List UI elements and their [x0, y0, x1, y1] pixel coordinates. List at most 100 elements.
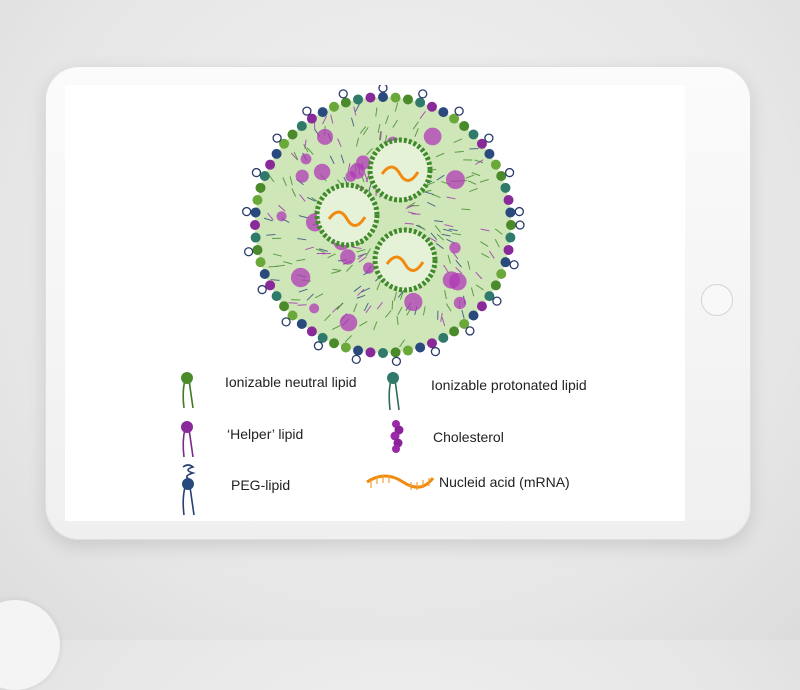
cholesterol-cluster — [404, 293, 422, 311]
lipid-head — [500, 183, 510, 193]
legend-label: ‘Helper’ lipid — [227, 426, 303, 442]
legend-label: Cholesterol — [433, 429, 504, 445]
cholesterol-cluster — [446, 170, 465, 189]
lipid-head — [505, 207, 515, 217]
peg-chain — [252, 169, 260, 177]
lipid-head — [329, 102, 339, 112]
lipid-nanoparticle-illustration — [235, 85, 535, 375]
lipid-head — [427, 102, 437, 112]
lipid-head — [391, 93, 401, 103]
ionizable-neutral-lipid-icon — [177, 370, 197, 410]
lipid-head — [500, 257, 510, 267]
helper-lipid-icon — [177, 419, 197, 459]
lipid-head — [256, 183, 266, 193]
lipid-head — [504, 245, 514, 255]
lipid-head — [469, 311, 479, 321]
lipid-head — [365, 93, 375, 103]
tablet-screen: Ionizable neutral lipid Ionizable proton… — [65, 85, 685, 521]
legend-label: Ionizable protonated lipid — [431, 377, 587, 393]
home-button[interactable] — [701, 284, 733, 316]
peg-chain — [431, 348, 439, 356]
legend-label: Ionizable neutral lipid — [225, 374, 357, 390]
lipid-tail — [411, 214, 420, 215]
lipid-head — [341, 98, 351, 108]
lipid-head — [496, 171, 506, 181]
peg-chain — [339, 90, 347, 98]
cholesterol-cluster — [301, 154, 312, 165]
lipid-head — [297, 121, 307, 131]
peg-chain — [258, 286, 266, 294]
peg-chain — [352, 355, 360, 363]
cholesterol-cluster — [309, 303, 319, 313]
peg-chain — [516, 221, 524, 229]
lipid-head — [438, 107, 448, 117]
cholesterol-cluster — [443, 271, 460, 288]
lipid-head — [329, 338, 339, 348]
lipid-head — [438, 333, 448, 343]
lipid-head — [353, 94, 363, 104]
lipid-head — [378, 92, 388, 102]
lipid-head — [318, 107, 328, 117]
lipid-head — [477, 301, 487, 311]
lipid-head — [260, 269, 270, 279]
lipid-head — [307, 326, 317, 336]
lipid-head — [504, 195, 514, 205]
peg-chain — [455, 107, 463, 115]
peg-chain — [303, 107, 311, 115]
lipid-tail — [298, 305, 307, 306]
cholesterol-icon — [387, 419, 407, 455]
lipid-head — [265, 160, 275, 170]
lipid-tail — [266, 235, 275, 236]
lipid-head — [427, 338, 437, 348]
inner-vesicle — [375, 230, 435, 290]
lipid-head — [279, 301, 289, 311]
lipid-head — [260, 171, 270, 181]
lipid-head — [491, 160, 501, 170]
lipid-head — [459, 121, 469, 131]
peg-lipid-icon — [177, 463, 199, 517]
cholesterol-cluster — [340, 314, 358, 332]
cholesterol-cluster — [340, 249, 355, 264]
lipid-head — [252, 245, 262, 255]
cholesterol-cluster — [296, 170, 309, 183]
lipid-head — [496, 269, 506, 279]
mrna-icon — [365, 470, 435, 494]
lipid-head — [491, 280, 501, 290]
lipid-head — [365, 347, 375, 357]
lipid-head — [250, 220, 260, 230]
legend-label: Nucleid acid (mRNA) — [439, 474, 570, 490]
peg-chain — [515, 208, 523, 216]
legend-label: PEG-lipid — [231, 477, 290, 493]
peg-chain — [510, 261, 518, 269]
peg-chain — [493, 297, 501, 305]
lipid-head — [506, 220, 516, 230]
peg-chain — [485, 134, 493, 142]
peg-chain — [314, 342, 322, 350]
peg-chain — [273, 134, 281, 142]
lipid-head — [484, 149, 494, 159]
cholesterol-cluster — [424, 128, 442, 146]
peg-chain — [466, 327, 474, 335]
background-object — [0, 600, 60, 690]
lipid-head — [252, 195, 262, 205]
lipid-head — [251, 233, 261, 243]
cholesterol-cluster — [317, 129, 333, 145]
lipid-head — [469, 129, 479, 139]
tablet-device: Ionizable neutral lipid Ionizable proton… — [45, 66, 751, 540]
lipid-tail — [322, 253, 331, 254]
lipid-head — [272, 149, 282, 159]
lipid-head — [415, 98, 425, 108]
cholesterol-cluster — [449, 242, 460, 253]
lipid-head — [256, 257, 266, 267]
lipid-head — [415, 342, 425, 352]
peg-chain — [245, 248, 253, 256]
lipid-head — [341, 342, 351, 352]
cholesterol-cluster — [363, 262, 374, 273]
peg-chain — [379, 85, 387, 92]
peg-chain — [506, 169, 514, 177]
cholesterol-cluster — [291, 268, 310, 287]
lipid-head — [287, 129, 297, 139]
inner-vesicle — [370, 140, 430, 200]
ionizable-protonated-lipid-icon — [383, 370, 403, 412]
peg-chain — [419, 90, 427, 98]
